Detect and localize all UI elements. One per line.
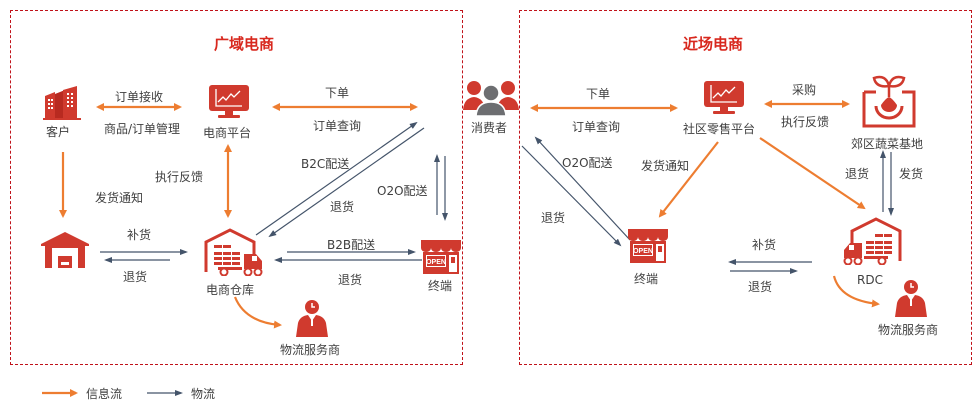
arrow-warehouse-logistics bbox=[233, 296, 282, 329]
open-store-icon-right: OPEN bbox=[628, 229, 668, 263]
logistics-person-icon-right bbox=[895, 280, 927, 317]
arrow-platform-terminal bbox=[658, 141, 719, 218]
svg-text:OPEN: OPEN bbox=[633, 248, 653, 255]
label-restock-left: 补货 bbox=[127, 228, 152, 242]
label-order-query-left: 订单查询 bbox=[313, 119, 362, 133]
consumers-group-icon bbox=[463, 81, 519, 116]
label-place-order-left: 下单 bbox=[325, 86, 350, 100]
label-return-right-1: 退货 bbox=[541, 211, 566, 225]
rdc-warehouse-truck-icon bbox=[843, 217, 902, 265]
label-ship-right: 发货 bbox=[899, 167, 924, 181]
rdc-label: RDC bbox=[857, 273, 883, 287]
label-ship-notice-right: 发货通知 bbox=[641, 159, 690, 173]
label-return-left-3: 退货 bbox=[338, 273, 363, 287]
label-exec-feedback-right: 执行反馈 bbox=[781, 115, 830, 129]
logistics-provider-label-left: 物流服务商 bbox=[280, 343, 341, 357]
legend-logistics-flow-label: 物流 bbox=[191, 387, 216, 401]
label-goods-order-mgmt: 商品/订单管理 bbox=[104, 122, 181, 136]
svg-text:OPEN: OPEN bbox=[426, 259, 446, 266]
near-field-ecommerce-frame bbox=[519, 10, 972, 365]
label-restock-right: 补货 bbox=[752, 238, 777, 252]
legend-info-flow-label: 信息流 bbox=[86, 387, 123, 401]
community-platform-monitor-icon bbox=[704, 81, 744, 114]
label-return-left-1: 退货 bbox=[123, 270, 148, 284]
warehouse-truck-icon bbox=[204, 228, 263, 276]
label-o2o-delivery-left: O2O配送 bbox=[377, 184, 428, 198]
logistics-provider-label-right: 物流服务商 bbox=[878, 323, 939, 337]
wide-area-ecommerce-frame bbox=[10, 10, 463, 365]
label-return-right-2: 退货 bbox=[845, 167, 870, 181]
terminal-label-left: 终端 bbox=[428, 279, 453, 293]
label-o2o-delivery-right: O2O配送 bbox=[562, 156, 613, 170]
consumer-label: 消费者 bbox=[471, 121, 508, 135]
depot-warehouse-icon bbox=[41, 232, 89, 268]
ecommerce-platform-label: 电商平台 bbox=[203, 126, 252, 140]
customer-label: 客户 bbox=[46, 125, 71, 139]
logistics-person-icon bbox=[296, 300, 328, 337]
terminal-label-right: 终端 bbox=[634, 272, 659, 286]
community-retail-platform-label: 社区零售平台 bbox=[683, 122, 756, 136]
label-return-left-2: 退货 bbox=[330, 200, 355, 214]
wide-area-ecommerce-title: 广域电商 bbox=[214, 35, 275, 53]
suburban-vegetable-base-label: 郊区蔬菜基地 bbox=[851, 137, 924, 151]
open-store-icon: OPEN bbox=[421, 240, 461, 274]
platform-monitor-icon bbox=[209, 85, 249, 118]
office-building-icon bbox=[43, 86, 81, 120]
label-purchase: 采购 bbox=[792, 83, 817, 97]
label-b2c-delivery: B2C配送 bbox=[301, 157, 350, 171]
near-field-ecommerce-title: 近场电商 bbox=[683, 35, 744, 53]
label-place-order-right: 下单 bbox=[586, 87, 611, 101]
vegetable-farm-sprout-icon bbox=[862, 75, 916, 128]
label-order-query-right: 订单查询 bbox=[572, 120, 621, 134]
arrow-consumer-to-warehouse-return bbox=[268, 127, 425, 238]
arrow-rdc-logistics bbox=[832, 275, 880, 308]
label-b2b-delivery: B2B配送 bbox=[327, 238, 376, 252]
label-order-receive: 订单接收 bbox=[115, 90, 164, 104]
label-return-right-3: 退货 bbox=[748, 280, 773, 294]
label-ship-notice-left: 发货通知 bbox=[95, 191, 144, 205]
ecommerce-warehouse-label: 电商仓库 bbox=[206, 283, 255, 297]
arrow-platform-rdc bbox=[759, 137, 866, 210]
arrow-warehouse-to-consumer-b2c bbox=[255, 121, 418, 236]
label-exec-feedback-left: 执行反馈 bbox=[155, 170, 204, 184]
arrow-terminal-to-consumer-o2o-right bbox=[534, 136, 631, 241]
arrow-consumer-to-terminal-return-right bbox=[521, 145, 622, 247]
